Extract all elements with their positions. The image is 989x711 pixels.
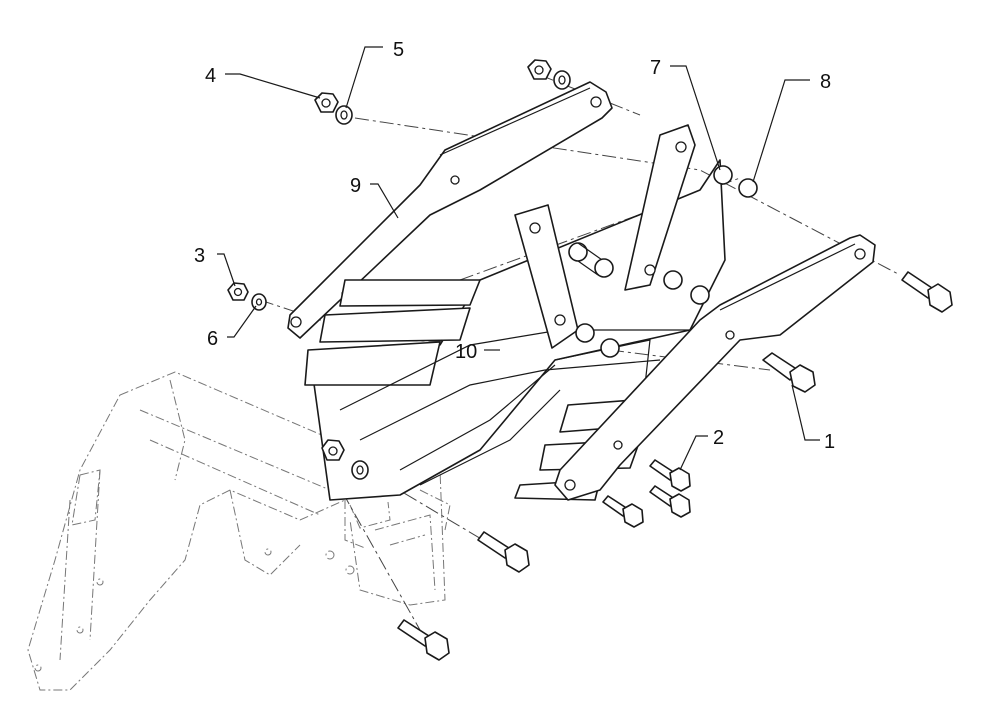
- nut-4: [314, 92, 339, 113]
- bolt-2c: [602, 495, 644, 528]
- bolt-lower-a: [477, 531, 530, 573]
- washer-6: [251, 293, 267, 311]
- callout-labels: 4 5 3 6 9 7 8 1 2 10: [194, 39, 835, 453]
- nut-top: [527, 59, 552, 80]
- leader-lines: [217, 46, 820, 471]
- lower-side-plate: [554, 234, 876, 501]
- bolt-right: [901, 271, 953, 313]
- callout-3: 3: [194, 245, 205, 267]
- callout-6: 6: [207, 328, 218, 350]
- bushing: [575, 323, 620, 358]
- callout-5: 5: [393, 39, 404, 61]
- bolts: [397, 271, 953, 661]
- bolt-2b: [649, 485, 691, 518]
- washer-lower: [351, 460, 369, 480]
- callout-10: 10: [455, 341, 477, 363]
- bushing: [663, 270, 710, 305]
- bolt-2a: [649, 459, 691, 492]
- nut-lower: [321, 439, 345, 461]
- callout-1: 1: [824, 431, 835, 453]
- bushing: [568, 242, 614, 278]
- nuts-and-washers: [227, 59, 571, 480]
- bushings: [568, 165, 758, 358]
- washer-5: [335, 105, 353, 125]
- callout-9: 9: [350, 175, 361, 197]
- bolt-lower-b: [397, 619, 450, 661]
- callout-8: 8: [820, 71, 831, 93]
- callout-7: 7: [650, 57, 661, 79]
- bolt-1: [762, 352, 816, 393]
- nut-3: [227, 282, 249, 301]
- link-plate-right: [624, 124, 696, 291]
- bushing-7: [713, 165, 758, 198]
- callout-2: 2: [713, 427, 724, 449]
- washer-top: [553, 70, 571, 90]
- callout-4: 4: [205, 65, 216, 87]
